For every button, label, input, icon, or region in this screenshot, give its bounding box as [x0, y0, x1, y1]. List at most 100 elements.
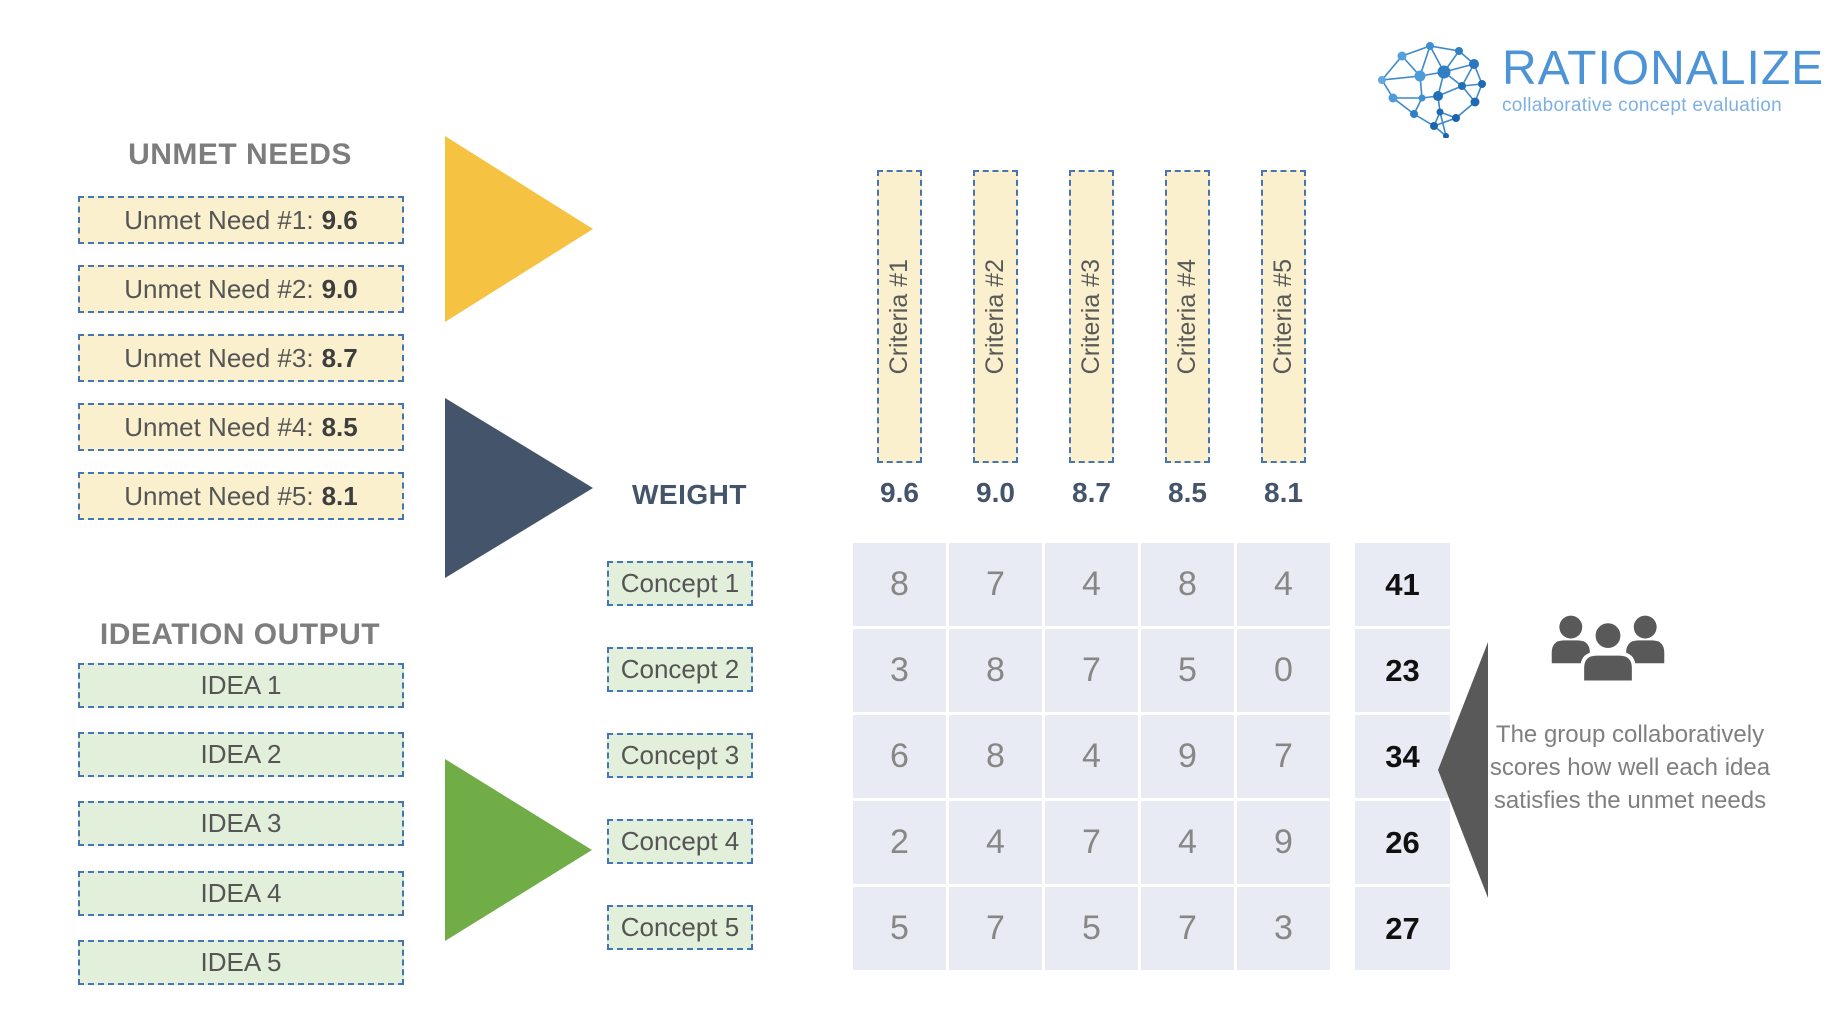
- unmet-need-item: Unmet Need #3: 8.7: [78, 334, 404, 382]
- criteria-label: Criteria #5: [1269, 258, 1297, 375]
- score-cell: 7: [1045, 629, 1138, 712]
- unmet-need-item: Unmet Need #2: 9.0: [78, 265, 404, 313]
- concept-text: Concept 2: [620, 654, 740, 684]
- concept-label: Concept 2: [607, 647, 753, 692]
- unmet-need-label: Unmet Need #3:: [124, 342, 314, 373]
- concept-label: Concept 4: [607, 819, 753, 864]
- unmet-needs-title: UNMET NEEDS: [128, 138, 352, 171]
- unmet-need-score: 8.7: [321, 342, 358, 373]
- matrix-gap: [1333, 801, 1352, 884]
- criteria-label: Criteria #4: [1173, 258, 1201, 375]
- weight-value: 8.1: [1264, 477, 1303, 508]
- score-cell: 7: [949, 887, 1042, 970]
- unmet-need-score: 8.1: [321, 480, 358, 511]
- unmet-need-item: Unmet Need #5: 8.1: [78, 472, 404, 520]
- total-cell: 26: [1355, 801, 1450, 884]
- criteria-label: Criteria #1: [885, 258, 913, 375]
- flow-arrow-yellow: [445, 136, 593, 322]
- weight-values-row: 9.6 9.0 8.7 8.5 8.1: [853, 477, 1330, 509]
- score-cell: 6: [853, 715, 946, 798]
- score-cell: 5: [1045, 887, 1138, 970]
- score-cell: 8: [949, 629, 1042, 712]
- concept-text: Concept 3: [620, 740, 740, 770]
- brand-tagline: collaborative concept evaluation: [1502, 95, 1782, 116]
- unmet-need-item: Unmet Need #4: 8.5: [78, 403, 404, 451]
- score-cell: 4: [1045, 543, 1138, 626]
- unmet-need-label: Unmet Need #5:: [124, 480, 314, 511]
- concept-label: Concept 3: [607, 733, 753, 778]
- score-cell: 4: [1141, 801, 1234, 884]
- score-cell: 4: [1045, 715, 1138, 798]
- score-cell: 3: [853, 629, 946, 712]
- score-cell: 0: [1237, 629, 1330, 712]
- weight-value: 9.0: [976, 477, 1015, 508]
- idea-label: IDEA 3: [200, 808, 282, 838]
- caption-line: satisfies the unmet needs: [1493, 787, 1767, 814]
- score-cell: 4: [949, 801, 1042, 884]
- idea-label: IDEA 2: [200, 739, 282, 769]
- score-cell: 8: [853, 543, 946, 626]
- matrix-gap: [1333, 629, 1352, 712]
- weight-row-label: WEIGHT: [632, 479, 747, 510]
- criteria-header: Criteria #1: [877, 170, 922, 463]
- total-cell: 27: [1355, 887, 1450, 970]
- flow-arrow-green: [445, 759, 592, 941]
- idea-item: IDEA 2: [78, 732, 404, 777]
- criteria-header: Criteria #3: [1069, 170, 1114, 463]
- score-cell: 2: [853, 801, 946, 884]
- criteria-label: Criteria #3: [1077, 258, 1105, 375]
- unmet-need-item: Unmet Need #1: 9.6: [78, 196, 404, 244]
- score-cell: 4: [1237, 543, 1330, 626]
- weight-value: 8.5: [1168, 477, 1207, 508]
- total-cell: 41: [1355, 543, 1450, 626]
- unmet-need-score: 8.5: [321, 411, 358, 442]
- matrix-gap: [1333, 887, 1352, 970]
- ideation-output-title: IDEATION OUTPUT: [99, 618, 381, 651]
- score-cell: 7: [1045, 801, 1138, 884]
- unmet-need-label: Unmet Need #2:: [124, 273, 314, 304]
- caption-line: scores how well each idea: [1489, 754, 1771, 781]
- annotation-arrow-left: [1438, 642, 1488, 898]
- caption-line: The group collaboratively: [1495, 721, 1765, 748]
- matrix-gap: [1333, 715, 1352, 798]
- idea-item: IDEA 4: [78, 871, 404, 916]
- score-cell: 8: [1141, 543, 1234, 626]
- idea-item: IDEA 1: [78, 663, 404, 708]
- weight-value: 8.7: [1072, 477, 1111, 508]
- criteria-header: Criteria #4: [1165, 170, 1210, 463]
- idea-label: IDEA 1: [200, 670, 282, 700]
- criteria-label: Criteria #2: [981, 258, 1009, 375]
- score-cell: 9: [1237, 801, 1330, 884]
- group-people-icon: [1551, 615, 1665, 685]
- score-cell: 5: [853, 887, 946, 970]
- score-cell: 8: [949, 715, 1042, 798]
- brain-network-icon: [1378, 42, 1486, 138]
- score-cell: 7: [1237, 715, 1330, 798]
- idea-item: IDEA 3: [78, 801, 404, 846]
- score-matrix: 8 7 4 8 4 41 3 8 7 5 0 23 6 8 4 9 7 34 2…: [853, 543, 1450, 970]
- idea-item: IDEA 5: [78, 940, 404, 985]
- concept-label: Concept 5: [607, 905, 753, 950]
- unmet-need-score: 9.0: [321, 273, 358, 304]
- logo: RATIONALIZE collaborative concept evalua…: [1502, 42, 1824, 117]
- score-cell: 7: [1141, 887, 1234, 970]
- concept-text: Concept 1: [620, 568, 740, 598]
- score-cell: 3: [1237, 887, 1330, 970]
- annotation-caption: The group collaboratively scores how wel…: [1488, 718, 1772, 817]
- unmet-need-score: 9.6: [321, 204, 358, 235]
- criteria-header: Criteria #5: [1261, 170, 1306, 463]
- total-cell: 23: [1355, 629, 1450, 712]
- score-cell: 7: [949, 543, 1042, 626]
- concept-text: Concept 5: [620, 912, 740, 942]
- matrix-gap: [1333, 543, 1352, 626]
- score-cell: 5: [1141, 629, 1234, 712]
- unmet-need-label: Unmet Need #1:: [124, 204, 314, 235]
- total-cell: 34: [1355, 715, 1450, 798]
- weight-value: 9.6: [880, 477, 919, 508]
- brand-name: RATIONALIZE: [1502, 42, 1825, 95]
- flow-arrow-navy: [445, 398, 593, 578]
- unmet-need-label: Unmet Need #4:: [124, 411, 314, 442]
- score-cell: 9: [1141, 715, 1234, 798]
- criteria-header: Criteria #2: [973, 170, 1018, 463]
